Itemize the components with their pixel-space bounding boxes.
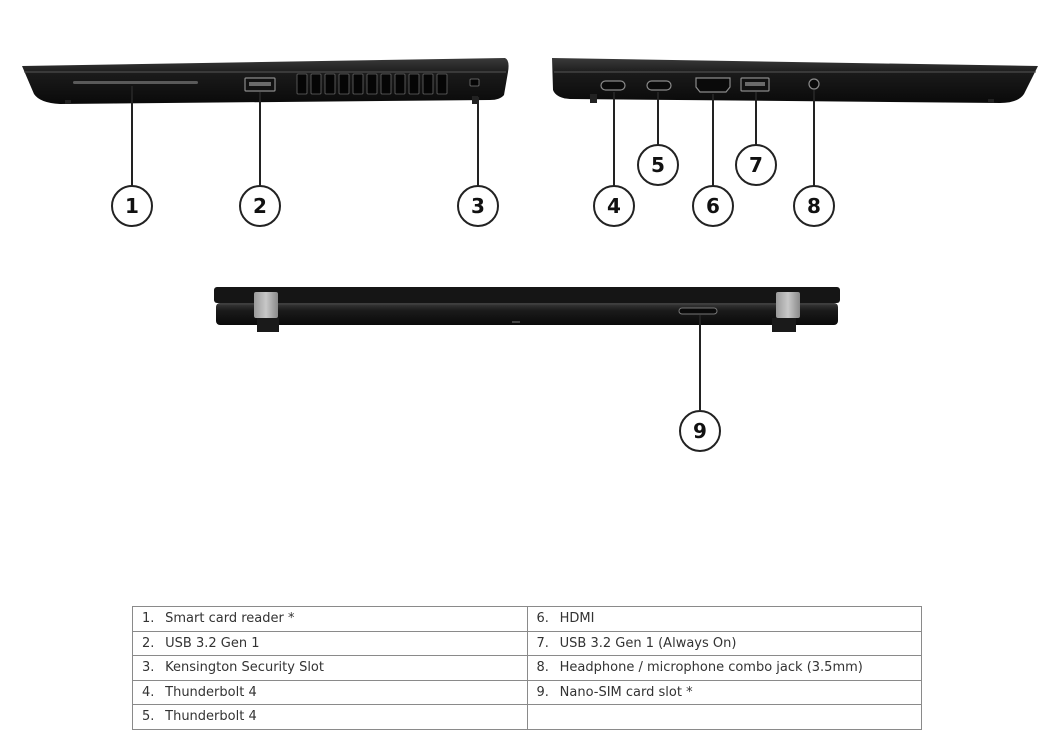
callout-9: 9 [679, 410, 721, 452]
callout-8-label: 8 [807, 194, 821, 218]
legend-number: 8. [536, 660, 549, 676]
ports-legend-table: 1. Smart card reader * 6. HDMI 2. USB 3.… [132, 606, 922, 730]
legend-cell-empty [526, 704, 922, 730]
callout-5-label: 5 [651, 153, 665, 177]
callout-7-label: 7 [749, 153, 763, 177]
thunderbolt-port-2 [646, 80, 672, 91]
legend-label: Thunderbolt 4 [165, 684, 257, 700]
legend-label: Thunderbolt 4 [165, 709, 257, 725]
legend-cell-4: 4. Thunderbolt 4 [132, 679, 528, 705]
laptop-left-side [22, 58, 509, 104]
legend-row: 5. Thunderbolt 4 [132, 704, 922, 730]
leader-lines [131, 86, 815, 410]
legend-row: 1. Smart card reader * 6. HDMI [132, 606, 922, 632]
callout-6-label: 6 [706, 194, 720, 218]
callout-6: 6 [692, 185, 734, 227]
callout-2-label: 2 [253, 194, 267, 218]
laptop-right-side [552, 58, 1038, 103]
callout-3-label: 3 [471, 194, 485, 218]
hinge-right [776, 292, 800, 318]
legend-number: 9. [536, 684, 549, 700]
callout-5: 5 [637, 144, 679, 186]
legend-row: 4. Thunderbolt 4 9. Nano-SIM card slot * [132, 679, 922, 705]
legend-cell-1: 1. Smart card reader * [132, 606, 528, 632]
legend-number: 6. [536, 611, 549, 627]
legend-cell-9: 9. Nano-SIM card slot * [526, 679, 922, 705]
kensington-slot [469, 78, 480, 87]
legend-number: 1. [142, 611, 155, 627]
callout-8: 8 [793, 185, 835, 227]
legend-cell-7: 7. USB 3.2 Gen 1 (Always On) [526, 630, 922, 656]
legend-cell-5: 5. Thunderbolt 4 [132, 704, 528, 730]
callout-9-label: 9 [693, 419, 707, 443]
legend-number: 5. [142, 709, 155, 725]
legend-label: Nano-SIM card slot * [559, 684, 693, 700]
callout-7: 7 [735, 144, 777, 186]
thunderbolt-port-1 [600, 80, 626, 91]
callout-3: 3 [457, 185, 499, 227]
legend-row: 3. Kensington Security Slot 8. Headphone… [132, 655, 922, 681]
legend-label: USB 3.2 Gen 1 (Always On) [559, 635, 737, 651]
legend-cell-6: 6. HDMI [526, 606, 922, 632]
callout-2: 2 [239, 185, 281, 227]
callout-1: 1 [111, 185, 153, 227]
legend-label: Headphone / microphone combo jack (3.5mm… [559, 660, 863, 676]
nano-sim-slot [678, 307, 718, 315]
ports-diagram: 1 2 3 4 5 6 7 8 9 [22, 58, 1038, 452]
legend-cell-3: 3. Kensington Security Slot [132, 655, 528, 681]
audio-jack [808, 78, 820, 90]
laptop-rear [214, 287, 840, 332]
legend-number: 7. [536, 635, 549, 651]
smart-card-slot [73, 81, 198, 84]
hinge-left [254, 292, 278, 318]
legend-row: 2. USB 3.2 Gen 1 7. USB 3.2 Gen 1 (Alway… [132, 630, 922, 656]
legend-label: Smart card reader * [165, 611, 295, 627]
callout-4: 4 [593, 185, 635, 227]
legend-label: USB 3.2 Gen 1 [165, 635, 260, 651]
legend-label: HDMI [559, 611, 595, 627]
legend-number: 2. [142, 635, 155, 651]
hdmi-port [695, 77, 731, 93]
legend-cell-8: 8. Headphone / microphone combo jack (3.… [526, 655, 922, 681]
callout-1-label: 1 [125, 194, 139, 218]
legend-number: 4. [142, 684, 155, 700]
legend-cell-2: 2. USB 3.2 Gen 1 [132, 630, 528, 656]
legend-label: Kensington Security Slot [165, 660, 324, 676]
vent-grille [296, 73, 448, 95]
legend-number: 3. [142, 660, 155, 676]
callout-4-label: 4 [607, 194, 621, 218]
